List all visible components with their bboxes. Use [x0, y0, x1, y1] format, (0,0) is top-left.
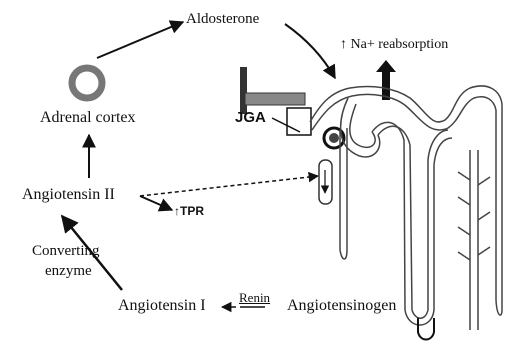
- jga-afferent-arteriole: [240, 67, 247, 114]
- label-na-reabsorption: ↑ Na+ reabsorption: [340, 38, 448, 52]
- label-renin: Renin: [239, 291, 270, 304]
- adrenal-gland-icon: [72, 68, 102, 98]
- arrow-aldosterone-to-kidney: [285, 24, 335, 78]
- glomerulus-core: [329, 133, 339, 143]
- label-angiotensinogen: Angiotensinogen: [287, 298, 396, 314]
- label-tpr: ↑TPR: [174, 205, 204, 217]
- jga-arteriole-bar: [245, 93, 305, 105]
- label-angiotensin-i: Angiotensin I: [118, 298, 206, 314]
- arrow-angiotensin2-to-jga: [140, 176, 318, 196]
- label-enzyme: enzyme: [45, 264, 92, 279]
- arrow-angiotensin2-to-tpr: [140, 196, 172, 210]
- label-converting: Converting: [32, 244, 100, 259]
- label-adrenal-cortex: Adrenal cortex: [40, 110, 136, 126]
- label-jga: JGA: [235, 110, 266, 125]
- na-reabsorption-arrow-icon: [376, 60, 396, 100]
- label-aldosterone: Aldosterone: [186, 12, 259, 27]
- bottom-loop: [418, 318, 434, 340]
- arrow-adrenal-to-aldosterone: [97, 22, 183, 58]
- label-angiotensin-ii: Angiotensin II: [22, 187, 115, 203]
- nephron-tubules: [310, 86, 502, 330]
